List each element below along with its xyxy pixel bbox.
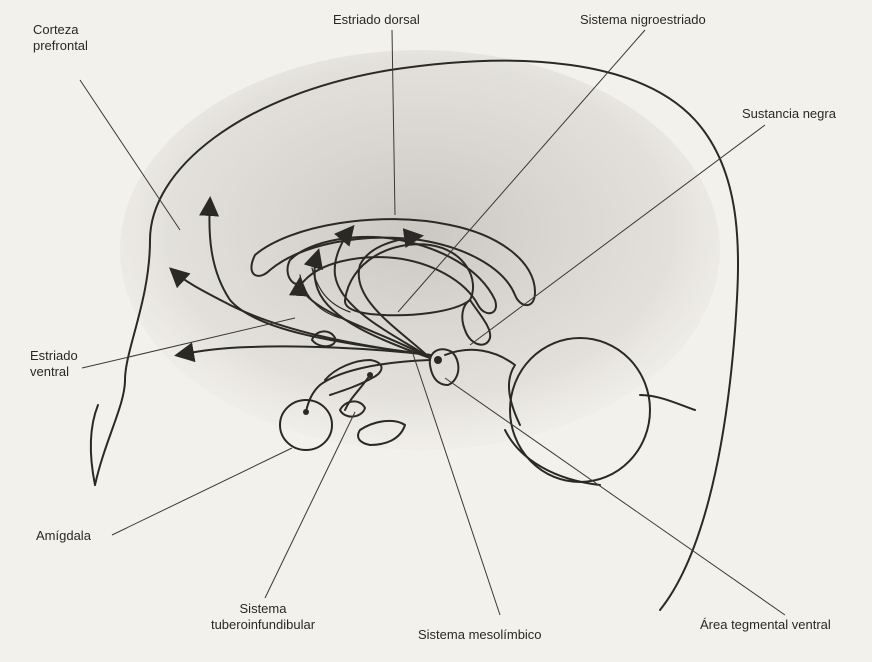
leader-tuberoinfundibular — [265, 412, 355, 598]
label-estriado-dorsal: Estriado dorsal — [333, 12, 420, 28]
vta-dot — [434, 356, 442, 364]
label-sistema-nigroestriado: Sistema nigroestriado — [580, 12, 706, 28]
head-front-outline — [91, 405, 98, 485]
label-estriado-ventral: Estriado ventral — [30, 348, 78, 380]
leader-amigdala — [112, 448, 292, 535]
label-corteza-prefrontal: Corteza prefrontal — [33, 22, 88, 54]
label-sistema-mesolimbico: Sistema mesolímbico — [418, 627, 542, 643]
cortex-shading — [120, 50, 720, 450]
label-area-tegmental-ventral: Área tegmental ventral — [700, 617, 831, 633]
label-amigdala: Amígdala — [36, 528, 91, 544]
label-sustancia-negra: Sustancia negra — [742, 106, 836, 122]
label-sistema-tuberoinfundibular: Sistema tuberoinfundibular — [193, 601, 333, 633]
leader-area-tegmental — [445, 378, 785, 615]
